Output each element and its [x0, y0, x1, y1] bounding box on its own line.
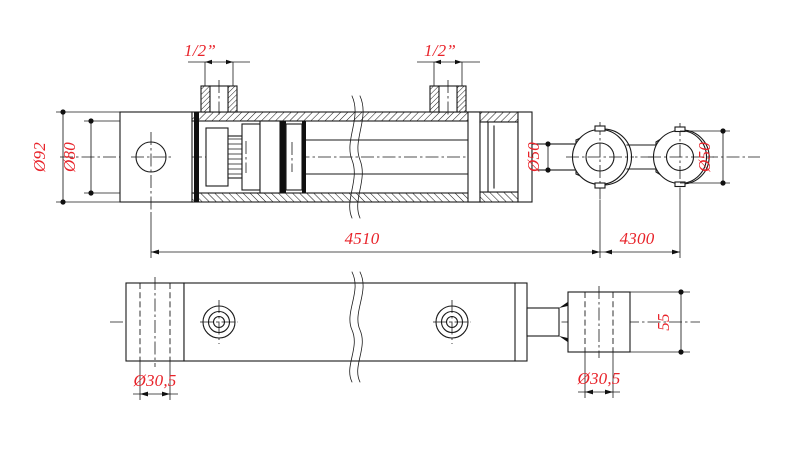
plan-rod-eye: [567, 286, 631, 358]
bottom-plan-view: Ø30,5 Ø30,5 55: [110, 271, 700, 400]
dimension-stroke-label: 4300: [620, 229, 655, 248]
dimension-stroke: 4300: [600, 199, 681, 258]
base-eye-mount: [648, 123, 714, 199]
eye-link: [626, 144, 657, 170]
cylinder-base-cap: [119, 111, 193, 212]
dimension-eye-rod-label: Ø50: [524, 142, 543, 173]
dimension-bore-outer: Ø92: [30, 109, 120, 205]
dimension-bore-outer-label: Ø92: [30, 142, 49, 173]
plan-port-right: [433, 300, 471, 344]
dimension-length-retracted-label: 4510: [345, 229, 380, 248]
rod-eye-mount: [566, 122, 634, 200]
piston-head-assembly: [194, 112, 306, 202]
dimension-eye-base-label: Ø50: [695, 142, 714, 173]
dimension-port-left: 1/2”: [184, 41, 250, 86]
top-sectional-view: 1/2” 1/2” Ø92: [30, 41, 760, 258]
dimension-pin-left-label: Ø30,5: [132, 371, 176, 390]
port-left: [200, 80, 238, 116]
plan-port-left: [200, 300, 238, 344]
dimension-bore-inner-label: Ø80: [60, 142, 79, 173]
dimension-pin-left: Ø30,5: [132, 361, 178, 400]
port-right: [429, 80, 467, 116]
dimension-bore-inner: Ø80: [60, 118, 120, 196]
plan-cylinder-body: [183, 282, 528, 362]
dimension-pin-right: Ø30,5: [576, 352, 620, 398]
plan-base-mount: [125, 277, 185, 367]
dimension-mount-width: 55: [630, 289, 690, 355]
rod-gland-cap: [467, 111, 533, 203]
dimension-port-right: 1/2”: [417, 41, 480, 86]
dimension-length-retracted: 4510: [150, 200, 601, 258]
dimension-pin-right-label: Ø30,5: [576, 369, 620, 388]
dimension-port-left-label: 1/2”: [184, 41, 216, 60]
dimension-port-right-label: 1/2”: [424, 41, 456, 60]
dimension-mount-width-label: 55: [654, 313, 673, 330]
dimension-eye-rod: Ø50: [524, 141, 551, 173]
break-line-top: [349, 95, 364, 219]
plan-break-line: [349, 271, 364, 383]
cylinder-barrel: [191, 111, 483, 203]
dimension-eye-base: Ø50: [680, 128, 730, 186]
